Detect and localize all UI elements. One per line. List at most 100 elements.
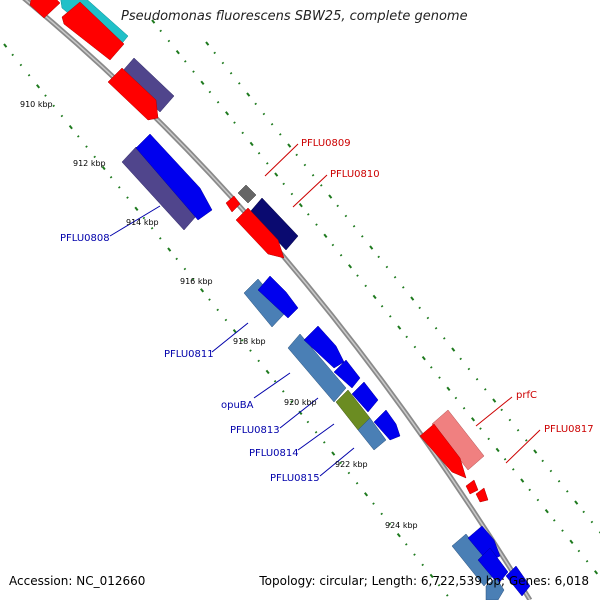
scale-tick <box>290 192 294 196</box>
scale-tick <box>438 376 441 379</box>
gene-feature-small-red-2[interactable] <box>465 479 479 495</box>
scale-tick <box>471 417 476 422</box>
scale-label-922: 922 kbp <box>335 460 368 469</box>
scale-label-920: 920 kbp <box>284 398 317 407</box>
scale-tick <box>183 267 187 271</box>
scale-tick <box>544 508 549 514</box>
scale-label-924: 924 kbp <box>385 521 418 530</box>
scale-tick <box>443 337 446 340</box>
leader-opuBA <box>253 372 291 399</box>
gene-feature-blue-1[interactable] <box>135 133 213 221</box>
gene-feature-top-3[interactable] <box>61 1 125 61</box>
gene-label-PFLU0810[interactable]: PFLU0810 <box>330 169 380 180</box>
scale-tick <box>405 543 408 546</box>
scale-tick <box>397 325 402 330</box>
scale-tick <box>347 471 351 475</box>
scale-tick <box>446 386 451 391</box>
scale-tick <box>339 461 342 465</box>
leader-prfC <box>475 396 513 427</box>
gene-label-prfC[interactable]: prfC <box>516 390 537 401</box>
scale-tick <box>323 441 326 444</box>
gene-feature-PFLU0815[interactable] <box>357 417 387 451</box>
scale-tick <box>352 224 356 228</box>
gene-label-PFLU0813[interactable]: PFLU0813 <box>230 425 280 436</box>
leader-PFLU0817 <box>505 429 541 464</box>
gene-feature-PFLU0810[interactable] <box>235 207 285 259</box>
gene-label-PFLU0814[interactable]: PFLU0814 <box>249 448 299 459</box>
leader-PFLU0810 <box>292 174 328 208</box>
gene-feature-blue-3[interactable] <box>303 325 345 369</box>
gene-feature-opuBA[interactable] <box>287 333 347 403</box>
scale-tick <box>192 70 195 73</box>
scale-tick <box>311 173 315 177</box>
scale-tick <box>109 175 113 179</box>
scale-tick <box>287 143 292 148</box>
scale-tick <box>421 563 424 567</box>
scale-tick <box>216 308 219 312</box>
scale-tick <box>385 265 389 269</box>
scale-tick <box>528 488 531 492</box>
gene-feature-small-red-3[interactable] <box>475 487 489 503</box>
scale-tick <box>175 257 178 261</box>
gene-feature-PFLU0809[interactable] <box>237 184 257 204</box>
scale-tick <box>577 549 581 553</box>
scale-tick <box>241 339 244 342</box>
gene-label-PFLU0809[interactable]: PFLU0809 <box>301 138 351 149</box>
scale-tick <box>279 133 282 136</box>
gene-feature-blue-5[interactable] <box>351 381 379 413</box>
gene-label-PFLU0811[interactable]: PFLU0811 <box>164 349 214 360</box>
scale-tick <box>77 135 80 138</box>
gene-feature-blue-2[interactable] <box>257 275 299 319</box>
scale-tick <box>68 124 73 130</box>
gene-feature-PFLU0817[interactable] <box>419 423 467 479</box>
scale-tick <box>101 165 106 171</box>
scale-tick <box>372 502 375 505</box>
scale-tick <box>520 478 525 483</box>
gene-feature-top-5[interactable] <box>107 67 159 121</box>
gene-feature-bottom-4[interactable] <box>505 565 531 597</box>
scale-tick <box>11 53 14 57</box>
gene-label-PFLU0815[interactable]: PFLU0815 <box>270 473 320 484</box>
scale-tick <box>315 223 318 226</box>
scale-tick <box>323 233 328 238</box>
scale-tick <box>257 151 261 155</box>
gene-feature-small-red[interactable] <box>225 195 241 213</box>
scale-tick <box>19 63 23 67</box>
scale-tick <box>336 204 339 208</box>
scale-tick <box>405 335 408 339</box>
scale-tick <box>282 390 285 393</box>
scale-tick <box>590 520 594 524</box>
gene-feature-bottom-5[interactable] <box>485 577 505 600</box>
map-title: Pseudomonas fluorescens SBW25, complete … <box>121 9 468 24</box>
gene-feature-blue-4[interactable] <box>333 359 361 389</box>
gene-label-PFLU0817[interactable]: PFLU0817 <box>544 424 594 435</box>
scale-tick <box>331 451 336 456</box>
scale-tick <box>328 194 333 199</box>
scale-tick <box>467 367 471 371</box>
scale-ticks <box>3 19 600 597</box>
scale-tick <box>262 112 266 116</box>
scale-tick <box>413 345 417 349</box>
scale-tick <box>344 214 348 218</box>
scale-tick <box>225 111 230 116</box>
scale-tick <box>446 594 449 597</box>
scale-tick <box>232 328 237 334</box>
gene-label-opuBA[interactable]: opuBA <box>221 400 254 411</box>
scale-tick <box>167 247 172 252</box>
scale-tick <box>52 104 55 108</box>
scale-tick <box>421 355 426 361</box>
scale-tick <box>418 306 421 310</box>
gene-feature-top-2[interactable] <box>29 0 61 19</box>
gene-feature-bottom-3[interactable] <box>477 547 509 585</box>
scale-tick <box>364 284 367 288</box>
gene-label-PFLU0808[interactable]: PFLU0808 <box>60 233 110 244</box>
scale-tick <box>282 182 285 186</box>
scale-tick <box>339 253 343 257</box>
scale-tick <box>536 498 540 502</box>
scale-tick <box>549 469 553 473</box>
scale-tick <box>290 400 293 403</box>
gene-feature-blue-6[interactable] <box>373 409 401 441</box>
scale-tick <box>151 19 156 24</box>
genome-backbone-highlight <box>24 0 531 600</box>
